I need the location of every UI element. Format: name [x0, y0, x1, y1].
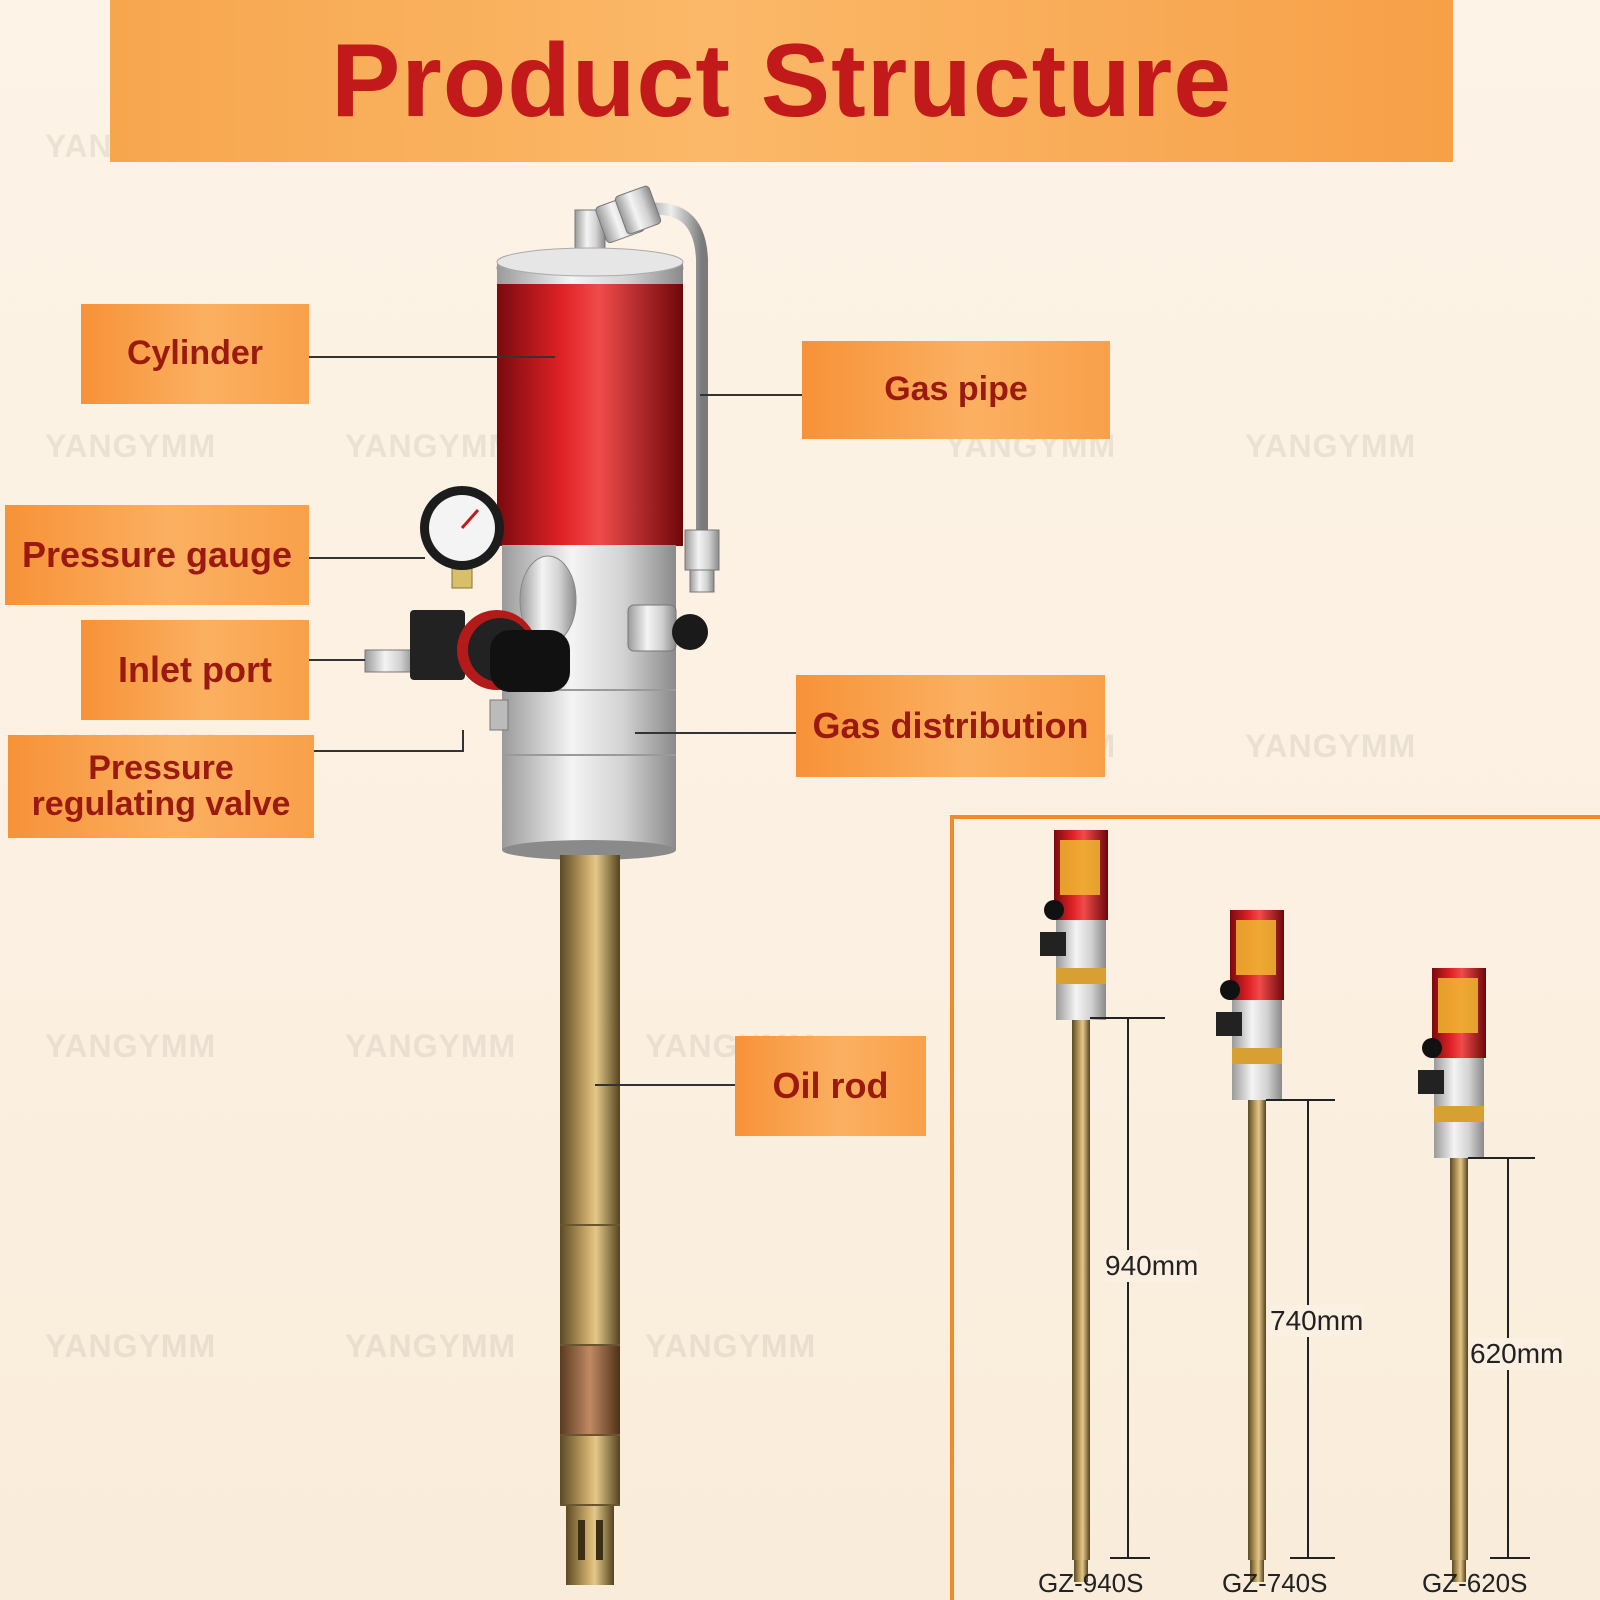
leader-line-gas-pipe [700, 394, 802, 396]
pressure-gauge-part [420, 486, 504, 589]
leader-line-pressure-regulating-valve-stem [462, 730, 464, 752]
watermark: YANGYMM [45, 1328, 217, 1364]
pressure-regulating-valve-part [457, 610, 570, 731]
leader-line-inlet-port [305, 659, 365, 661]
watermark: YANGYMM [345, 1028, 517, 1064]
watermark: YANGYMM [1245, 728, 1417, 764]
model-name-gz-620s: GZ-620S [1422, 1568, 1528, 1598]
dimension-label-gz-620s: 620mm [1470, 1338, 1564, 1370]
watermark: YANGYMM [345, 428, 517, 464]
leader-line-pressure-gauge [305, 557, 425, 559]
watermark: YANGYMM [1245, 428, 1417, 464]
leader-line-oil-rod [595, 1084, 735, 1086]
gas-distribution-part [502, 545, 708, 860]
model-comparison-inset [950, 815, 1600, 1600]
model-pump-gz-740s [1216, 910, 1284, 1582]
dimension-label-gz-940s: 940mm [1105, 1250, 1199, 1282]
watermark: YANGYMM [45, 428, 217, 464]
label-pressure-gauge: Pressure gauge [5, 505, 309, 605]
oil-rod-part [560, 855, 620, 1585]
label-cylinder: Cylinder [81, 304, 309, 404]
label-pressure-regulating-valve: Pressure regulating valve [8, 735, 314, 838]
label-oil-rod: Oil rod [735, 1036, 926, 1136]
dimension-label-gz-740s: 740mm [1270, 1305, 1364, 1337]
leader-line-gas-distribution [635, 732, 797, 734]
dimension-line-940mm [1090, 1017, 1165, 1559]
watermark: YANGYMM [45, 1028, 217, 1064]
leader-line-pressure-regulating-valve [312, 750, 462, 752]
model-name-gz-940s: GZ-940S [1038, 1568, 1144, 1598]
label-inlet-port: Inlet port [81, 620, 309, 720]
watermark: YANGYMM [645, 1328, 817, 1364]
leader-line-cylinder [305, 356, 555, 358]
inlet-port-part [364, 610, 465, 680]
page-title: Product Structure [330, 23, 1233, 139]
cylinder-part [496, 247, 684, 546]
model-name-gz-740s: GZ-740S [1222, 1568, 1328, 1598]
label-gas-pipe: Gas pipe [802, 341, 1110, 439]
label-gas-distribution: Gas distribution [796, 675, 1105, 777]
model-pump-gz-940s [1040, 830, 1108, 1582]
title-banner: Product Structure [110, 0, 1453, 162]
watermark: YANGYMM [345, 1328, 517, 1364]
model-pump-gz-620s [1418, 968, 1486, 1582]
